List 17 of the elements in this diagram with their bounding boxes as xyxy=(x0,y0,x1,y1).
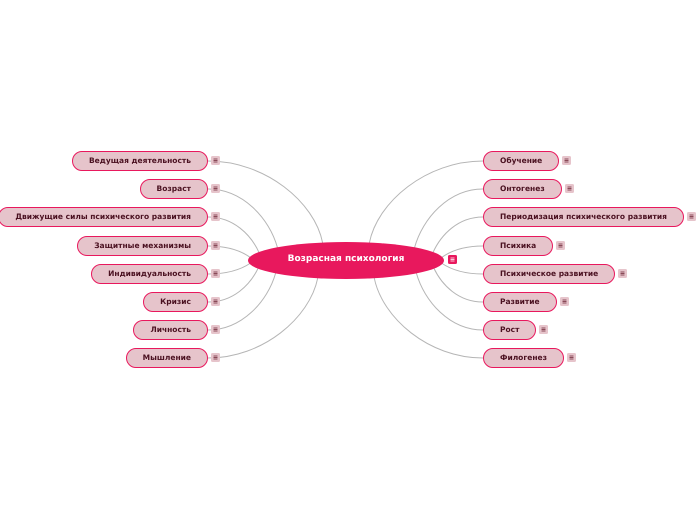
branch-line xyxy=(208,216,260,254)
branch-line xyxy=(208,277,318,358)
branch-line xyxy=(368,160,484,244)
branch-line xyxy=(208,160,324,244)
branch-line xyxy=(416,272,484,330)
branch-line xyxy=(432,216,484,254)
branch-line xyxy=(208,272,276,330)
central-topic-ellipse: Возрасная психология xyxy=(248,242,444,278)
branch-line xyxy=(208,246,252,258)
branch-line xyxy=(414,188,484,248)
branch-line xyxy=(440,246,484,258)
branch-line xyxy=(208,188,278,248)
branch-line xyxy=(433,267,484,302)
branch-line xyxy=(208,267,259,302)
branch-line xyxy=(440,262,484,274)
branch-line xyxy=(374,277,484,358)
branch-line xyxy=(208,262,252,274)
